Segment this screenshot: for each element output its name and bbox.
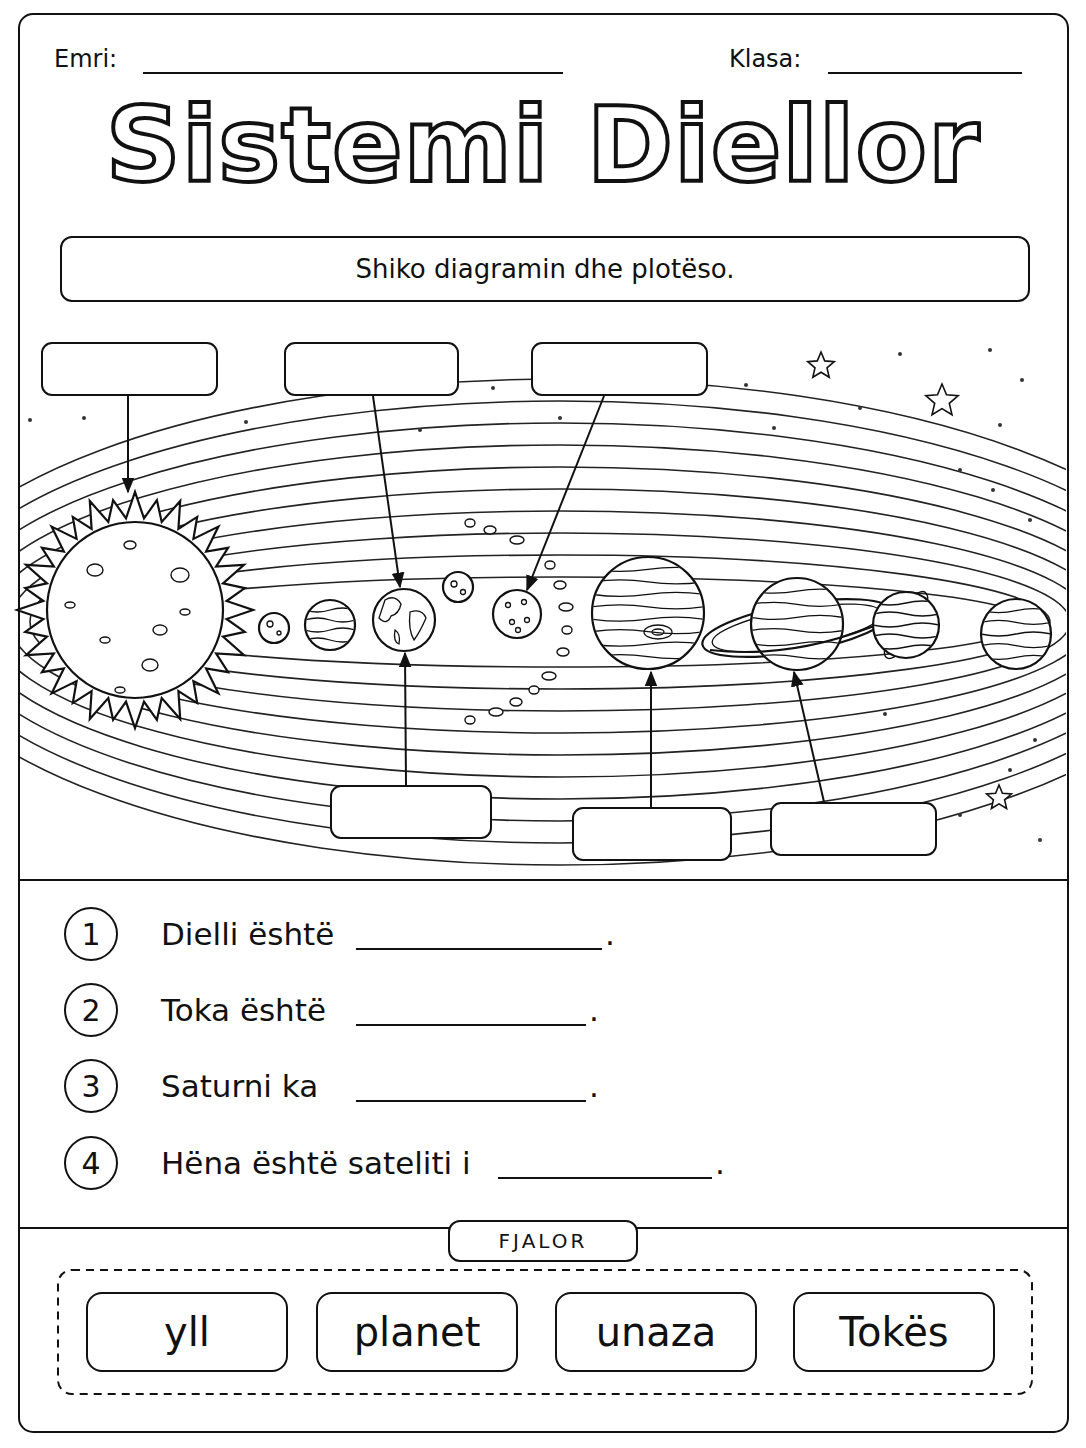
node-text: 2	[81, 993, 100, 1028]
question-number: 2	[64, 983, 118, 1037]
field-label: Klasa:	[729, 45, 801, 73]
question-text: Toka është	[161, 992, 326, 1028]
node-text: planet	[354, 1309, 481, 1355]
question-text: Dielli është	[161, 916, 334, 952]
instruction-box: Shiko diagramin dhe plotëso.	[60, 236, 1030, 302]
field-label: Emri:	[54, 45, 117, 73]
section-rule	[19, 879, 1068, 881]
sentence-period: .	[605, 916, 615, 952]
question-text: Hëna është sateliti i	[161, 1145, 471, 1181]
answer-blank	[498, 1177, 712, 1179]
answer-blank	[356, 1100, 586, 1102]
node-text: yll	[164, 1309, 210, 1355]
word-bank-frame	[58, 1270, 1032, 1394]
space-dots	[28, 348, 1042, 842]
question-number: 3	[64, 1059, 118, 1113]
node-text: 1	[81, 917, 100, 952]
word-card: yll	[86, 1292, 288, 1372]
node-text: unaza	[596, 1309, 717, 1355]
planets	[17, 492, 1051, 728]
sentence-period: .	[715, 1145, 725, 1181]
worksheet-title: Sistemi Diellor	[0, 88, 1086, 202]
sentence-period: .	[589, 992, 599, 1028]
node-text: 4	[81, 1146, 100, 1181]
question-number: 4	[64, 1136, 118, 1190]
word-card: unaza	[555, 1292, 757, 1372]
answer-blank	[143, 72, 563, 74]
word-bank-tab: FJALOR	[448, 1220, 638, 1262]
node-text: FJALOR	[499, 1229, 588, 1253]
word-card: Tokës	[793, 1292, 995, 1372]
node-text: Tokës	[839, 1309, 948, 1355]
answer-blank	[356, 948, 602, 950]
orbit-lines	[20, 379, 1066, 865]
question-text: Saturni ka	[161, 1068, 318, 1104]
sentence-period: .	[589, 1068, 599, 1104]
answer-blank	[356, 1024, 586, 1026]
question-number: 1	[64, 907, 118, 961]
answer-blank	[828, 72, 1022, 74]
word-card: planet	[316, 1292, 518, 1372]
leader-arrows	[128, 396, 824, 807]
node-text: Shiko diagramin dhe plotëso.	[356, 254, 735, 284]
page-border	[19, 14, 1068, 1432]
answer-boxes	[42, 343, 936, 860]
node-text: 3	[81, 1069, 100, 1104]
